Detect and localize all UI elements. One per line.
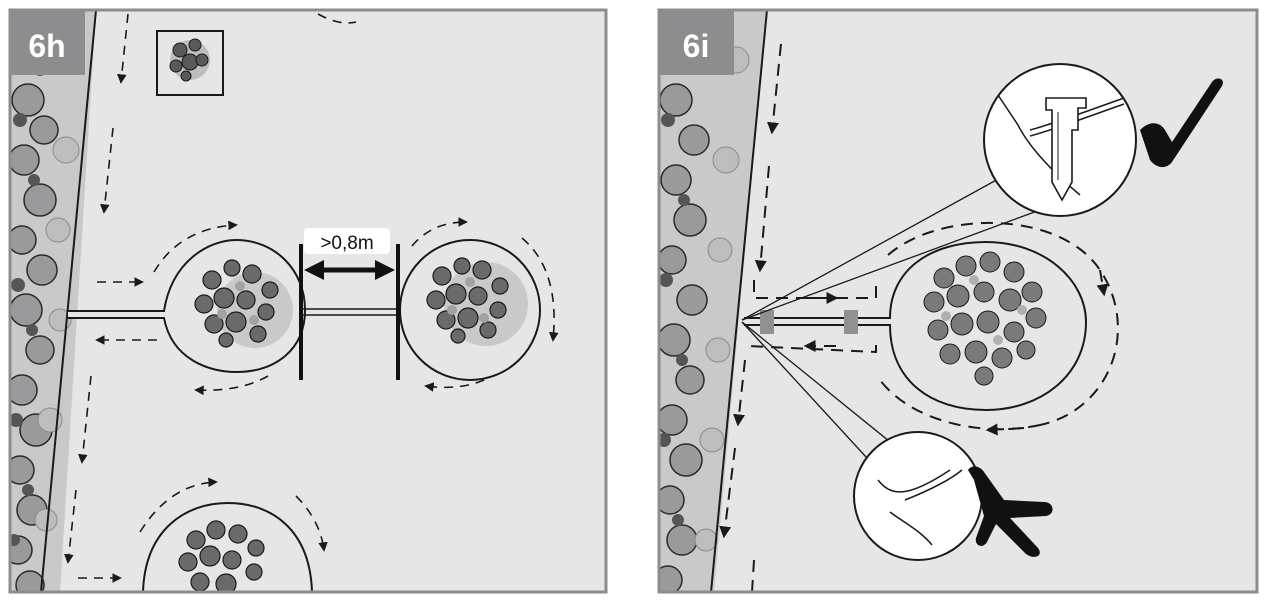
peg-left	[760, 310, 774, 334]
panel-6i: 6i	[657, 8, 1259, 594]
hedge	[659, 10, 767, 592]
panel-6i-frame	[657, 8, 1259, 594]
panel-6h-label-box	[10, 10, 85, 75]
peg-right	[844, 310, 858, 334]
clearance-measurement: >0,8m	[299, 228, 400, 380]
boundary-wire	[710, 10, 768, 592]
clearance-label: >0,8m	[320, 233, 373, 254]
round-bed-bottom	[142, 501, 313, 592]
panel-6h-label: 6h	[28, 28, 65, 64]
callout-lines	[741, 177, 1041, 471]
panel-6i-label-box	[659, 10, 734, 75]
cross-icon	[968, 466, 1053, 557]
wrong-detail	[853, 431, 983, 561]
panel-6h: >0,8m 6h	[8, 8, 608, 594]
clearance-label-box	[304, 228, 390, 254]
mower-paths	[719, 43, 1119, 592]
peg-icon	[1045, 97, 1087, 202]
island-bed	[744, 240, 1088, 412]
round-bed-left	[68, 238, 307, 374]
panel-6h-frame	[8, 8, 608, 594]
mower-paths	[64, 13, 559, 583]
square-flower-bed	[156, 30, 224, 96]
boundary-wire	[40, 10, 97, 592]
correct-detail	[983, 63, 1137, 217]
checkmark-icon	[1140, 78, 1223, 168]
hedge	[10, 10, 96, 592]
panel-6i-label: 6i	[683, 28, 710, 64]
round-bed-right	[399, 239, 541, 381]
